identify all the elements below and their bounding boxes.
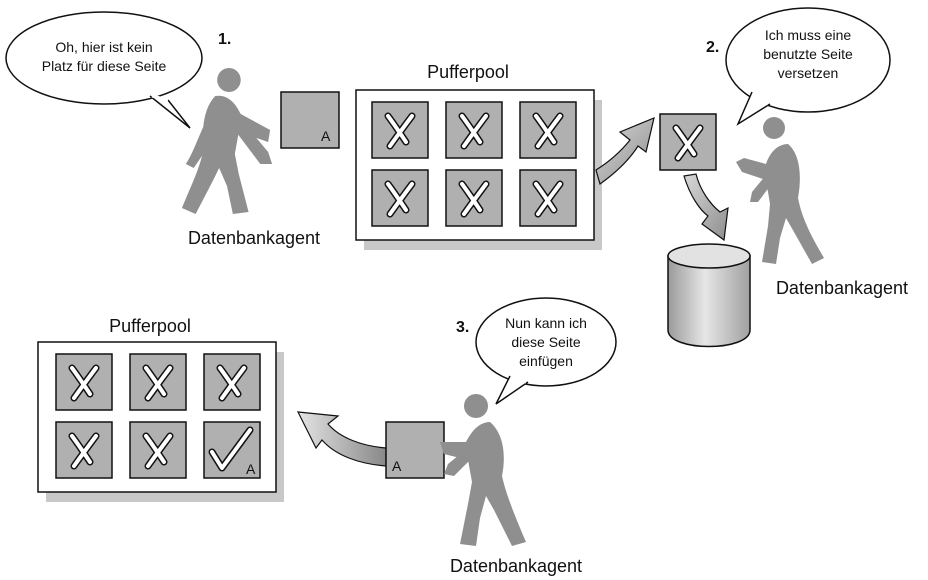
pool-top-page-3-x-mark-icon	[520, 102, 576, 158]
step-3-number: 3.	[456, 319, 469, 336]
pool-bottom-page-6-check-mark-icon: A	[203, 421, 261, 479]
new-page-a-step3: A	[385, 421, 445, 479]
speech-bubble-3: Nun kann ich diese Seite einfügen	[475, 297, 617, 405]
buffer-pool-bottom: A	[37, 341, 284, 502]
speech-bubble-1: Oh, hier ist kein Platz für diese Seite	[5, 11, 203, 129]
speech-3-line-1: Nun kann ich	[505, 315, 587, 331]
pool-bottom-page-1-x-mark-icon	[56, 354, 112, 410]
pool-top-title: Pufferpool	[427, 62, 509, 82]
speech-3-line-3: einfügen	[519, 353, 573, 369]
agent-1-person-icon	[181, 68, 273, 214]
evict-arrow-icon	[595, 117, 655, 185]
pool-top-page-5-x-mark-icon	[446, 170, 502, 226]
insert-arrow-icon	[296, 411, 387, 467]
speech-1-line-2: Platz für diese Seite	[42, 58, 167, 74]
pool-bottom-title: Pufferpool	[109, 316, 191, 336]
pool-bottom-page-2-x-mark-icon	[130, 354, 186, 410]
new-page-a-step1: A	[280, 91, 340, 149]
agent-3-person-icon	[440, 394, 526, 546]
agent-1-label: Datenbankagent	[188, 228, 320, 248]
agent-3-label: Datenbankagent	[450, 556, 582, 576]
pool-top-page-1-x-mark-icon	[372, 102, 428, 158]
pool-bottom-page-4-x-mark-icon	[56, 422, 112, 478]
buffer-pool-top	[355, 89, 602, 250]
pool-top-page-6-x-mark-icon	[520, 170, 576, 226]
agent-2-person-icon	[736, 117, 824, 264]
pool-top-page-2-x-mark-icon	[446, 102, 502, 158]
agent-2-label: Datenbankagent	[776, 278, 908, 298]
pool-bottom-page-3-x-mark-icon	[204, 354, 260, 410]
speech-2-line-3: versetzen	[778, 65, 839, 81]
step-2-number: 2.	[706, 39, 719, 56]
to-disk-arrow-icon	[683, 173, 729, 242]
evicted-page-x-mark-icon	[660, 114, 716, 170]
pool-bottom-page-5-x-mark-icon	[130, 422, 186, 478]
speech-1-line-1: Oh, hier ist kein	[55, 39, 152, 55]
speech-3-line-2: diese Seite	[511, 334, 580, 350]
database-cylinder-icon	[667, 243, 751, 348]
pool-top-page-4-x-mark-icon	[372, 170, 428, 226]
speech-2-line-2: benutzte Seite	[763, 46, 853, 62]
speech-2-line-1: Ich muss eine	[765, 27, 852, 43]
speech-bubble-2: Ich muss eine benutzte Seite versetzen	[725, 7, 891, 126]
page-a-letter-pool: A	[246, 461, 256, 477]
page-a-letter-1: A	[321, 128, 331, 144]
step-1-number: 1.	[218, 31, 231, 48]
page-a-letter-3: A	[392, 458, 402, 474]
